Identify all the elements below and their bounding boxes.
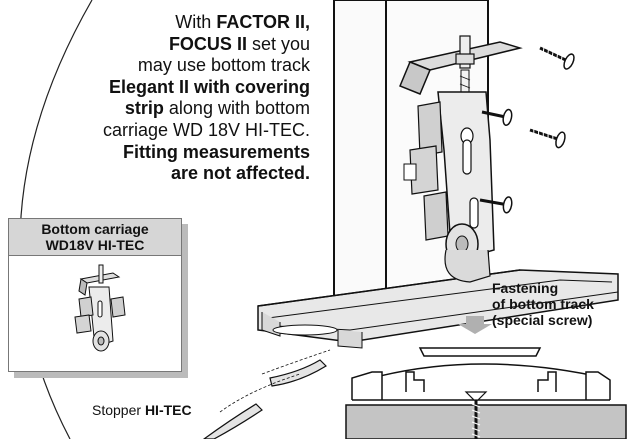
screws (479, 46, 575, 214)
floor-block (345, 404, 627, 439)
carriage-title-line1: Bottom carriage (41, 221, 149, 237)
stopper-pieces (202, 349, 331, 439)
intro-text-2: FACTOR II, (216, 12, 310, 32)
bottom-track (257, 269, 619, 349)
down-arrow-icon (458, 316, 492, 334)
fastening-line1: Fastening (492, 280, 559, 296)
intro-text-9: carriage WD 18V HI-TEC. (102, 119, 310, 140)
carriage-mechanism (399, 35, 523, 283)
stopper-label: Stopper HI-TEC (92, 402, 192, 418)
intro-text-6: Elegant II with covering (108, 76, 310, 97)
special-screw (464, 391, 488, 439)
intro-text-7: strip (124, 98, 164, 119)
fastening-label: Fastening of bottom track (special screw… (492, 280, 594, 328)
carriage-inset-image (74, 264, 126, 352)
carriage-inset-title: Bottom carriage WD18V HI-TEC (9, 219, 181, 256)
intro-text: With FACTOR II, FOCUS II set you may use… (60, 12, 310, 185)
stopper-name: HI-TEC (144, 402, 192, 418)
intro-text-1: With (175, 12, 217, 32)
intro-text-10: Fitting measurements (122, 141, 310, 162)
fastening-line3: (special screw) (492, 312, 593, 328)
track-cross-section (351, 347, 611, 401)
fastening-line2: of bottom track (492, 296, 594, 312)
intro-text-11: are not affected. (170, 163, 310, 184)
intro-text-5: may use bottom track (137, 55, 310, 76)
intro-text-3: FOCUS II (168, 33, 247, 54)
intro-text-4: set you (246, 33, 310, 54)
carriage-inset-box: Bottom carriage WD18V HI-TEC (8, 218, 182, 372)
intro-text-8: along with bottom (163, 98, 310, 119)
stopper-prefix: Stopper (92, 402, 145, 418)
carriage-title-line2: WD18V HI-TEC (45, 237, 145, 253)
